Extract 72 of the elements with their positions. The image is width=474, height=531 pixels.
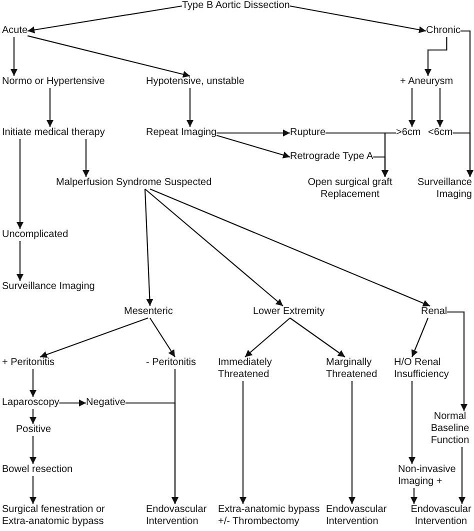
step-label: + Aneurysm xyxy=(400,76,454,88)
step-label: Malperfusion Syndrome Suspected xyxy=(56,177,212,189)
arrow xyxy=(348,381,356,504)
arrow xyxy=(150,318,176,358)
arrow xyxy=(290,5,426,34)
step-label: Bowel resection xyxy=(2,464,73,476)
step-label: Retrograde Type A xyxy=(290,151,374,163)
arrow xyxy=(436,88,444,127)
step-label: Type B Aortic Dissection xyxy=(182,0,290,12)
step-label: Normo or Hypertensive xyxy=(2,76,105,88)
step-label: Chronic xyxy=(426,25,460,37)
arrow xyxy=(458,447,466,504)
step-label: >6cm xyxy=(396,127,421,139)
arrow xyxy=(40,317,148,358)
arrow xyxy=(16,241,24,281)
arrow xyxy=(240,381,246,504)
step-label: Surveillance Imaging xyxy=(412,177,472,201)
step-label: Extra-anatomic bypass +/- Thrombectomy xyxy=(218,504,326,528)
step-label: Mesenteric xyxy=(124,306,173,318)
step-label: Repeat Imaging xyxy=(146,127,217,139)
arrow xyxy=(144,188,284,306)
step-label: Uncomplicated xyxy=(2,229,68,241)
arrow xyxy=(10,37,18,76)
arrow xyxy=(30,409,36,424)
step-label: Immediately Threatened xyxy=(218,357,280,381)
arrow xyxy=(30,476,36,504)
arrow xyxy=(46,88,54,127)
step-label: Endovascular Intervention xyxy=(146,504,212,528)
step-label: Non-invasive Imaging + xyxy=(398,464,462,488)
arrow xyxy=(30,436,36,464)
step-label: Endovascular Intervention xyxy=(410,504,472,528)
step-label: H/O Renal Insufficiency xyxy=(394,357,454,381)
arrow xyxy=(59,400,86,406)
arrow xyxy=(28,5,182,34)
arrow xyxy=(216,134,290,158)
arrow xyxy=(408,88,416,127)
step-label: Open surgical graft Replacement xyxy=(300,177,400,201)
step-label: Hypotensive, unstable xyxy=(146,76,244,88)
arrow xyxy=(216,130,290,136)
step-label: Rupture xyxy=(290,127,326,139)
arrow xyxy=(373,156,388,177)
step-label: Negative xyxy=(86,397,126,409)
arrow xyxy=(408,381,416,464)
arrow xyxy=(82,139,90,177)
step-label: Laparoscopy xyxy=(2,397,60,409)
step-label: <6cm xyxy=(428,127,453,139)
arrow xyxy=(244,318,290,358)
step-label: - Peritonitis xyxy=(146,357,196,369)
arrow xyxy=(424,37,448,76)
step-label: Surveillance Imaging xyxy=(2,281,95,293)
step-label: Endovascular Intervention xyxy=(326,504,392,528)
arrow xyxy=(16,139,24,229)
step-label: Renal xyxy=(421,306,448,318)
step-label: Marginally Threatened xyxy=(326,357,388,381)
step-label: Normal Baseline Function xyxy=(428,411,472,447)
arrow xyxy=(150,188,430,307)
arrow xyxy=(447,311,468,411)
arrow xyxy=(27,35,190,78)
step-label: Initiate medical therapy xyxy=(2,127,105,139)
step-label: + Peritonitis xyxy=(2,357,55,369)
arrow xyxy=(125,402,178,504)
arrow xyxy=(144,188,154,306)
step-label: Lower Extremity xyxy=(253,306,325,318)
arrow xyxy=(452,132,474,177)
arrow xyxy=(411,318,428,358)
arrow xyxy=(186,88,194,127)
arrow xyxy=(30,369,36,397)
arrow xyxy=(410,488,418,504)
arrow xyxy=(290,318,346,358)
step-label: Surgical fenestration or Extra-anatomic bypass xyxy=(2,504,122,528)
step-label: Positive xyxy=(16,424,52,436)
step-label: Acute xyxy=(2,25,28,37)
